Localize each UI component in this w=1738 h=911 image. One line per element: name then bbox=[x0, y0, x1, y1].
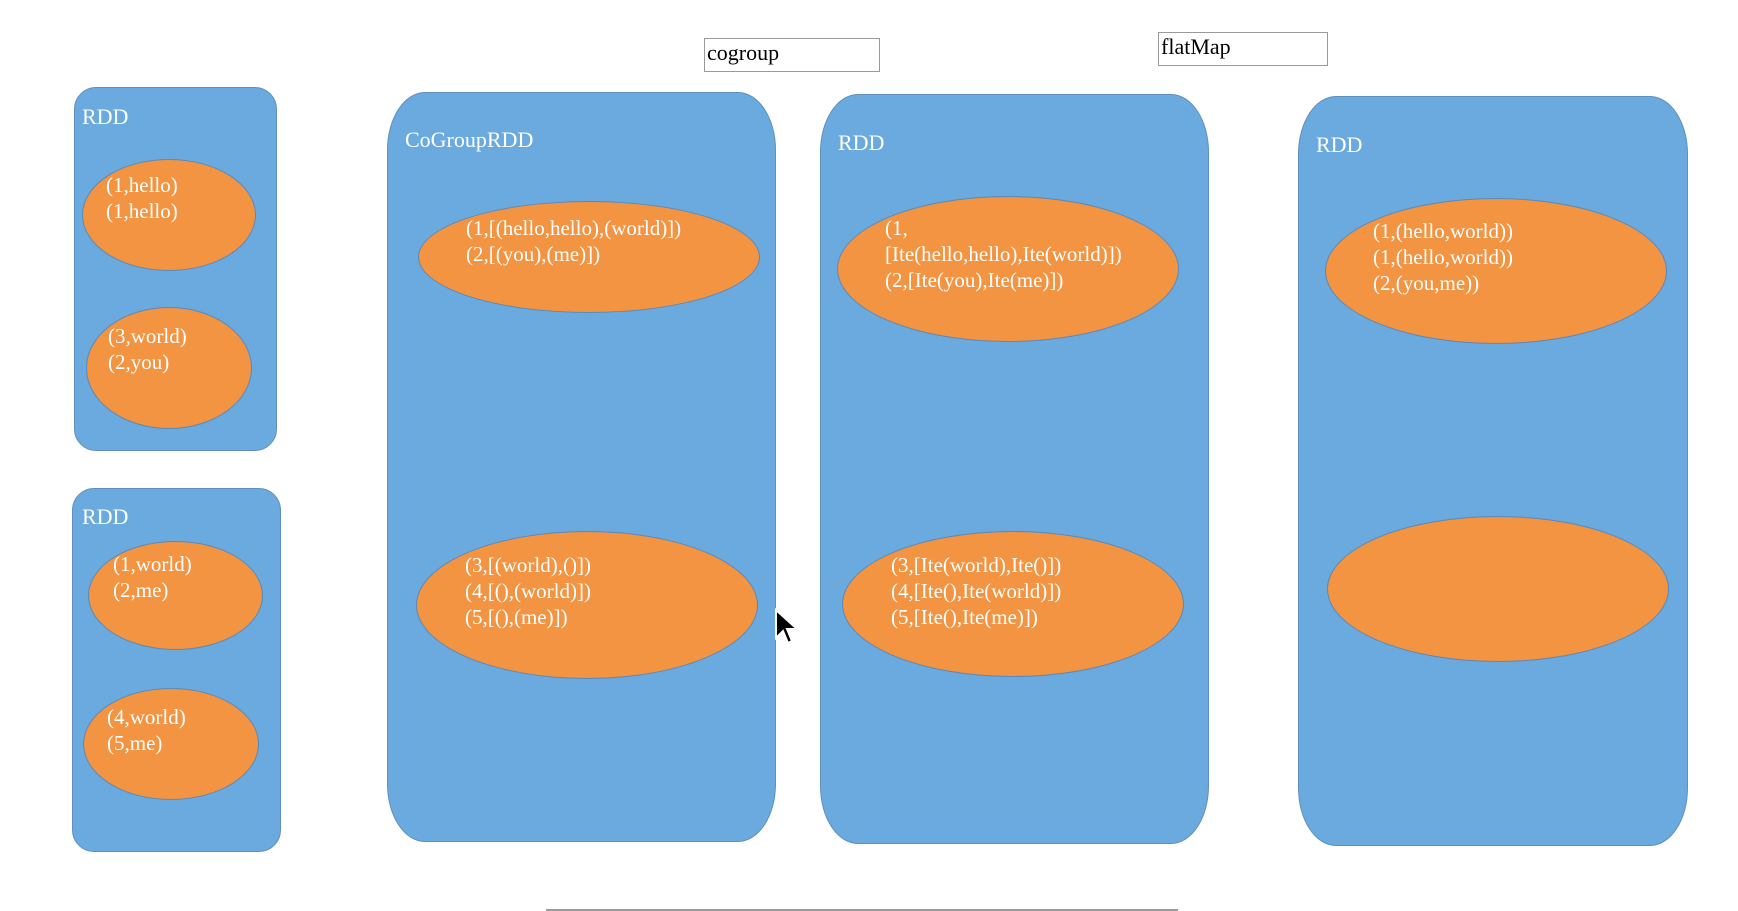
partition-line: (5,[Ite(),Ite(me)]) bbox=[891, 605, 1038, 629]
rdd-box-3: RDD (1, [Ite(hello,hello),Ite(world)]) (… bbox=[820, 94, 1209, 844]
rdd-title: CoGroupRDD bbox=[405, 127, 534, 152]
rdd-box-1: RDD (1,hello) (1,hello) (3,world) (2,you… bbox=[74, 87, 277, 451]
rdd-title: RDD bbox=[1316, 132, 1363, 157]
bottom-divider bbox=[546, 909, 1178, 911]
partition-line: (1,world) bbox=[113, 552, 192, 576]
partition-line: (5,[(),(me)]) bbox=[465, 605, 568, 629]
partition-line: (3,[(world),()]) bbox=[465, 553, 591, 577]
partition-line: (2,[Ite(you),Ite(me)]) bbox=[885, 268, 1064, 292]
partition: (1,world) (2,me) bbox=[88, 541, 263, 650]
partition-line: (1,hello) bbox=[106, 173, 178, 197]
partition-line: [Ite(hello,hello),Ite(world)]) bbox=[885, 242, 1122, 266]
partition-line: (1, bbox=[885, 216, 908, 240]
partition-line: (3,[Ite(world),Ite()]) bbox=[891, 553, 1062, 577]
mouse-pointer-icon bbox=[775, 608, 800, 645]
partition-line: (2,(you,me)) bbox=[1373, 271, 1480, 295]
partition-line: (3,world) bbox=[108, 324, 187, 348]
rdd-box-2: RDD (1,world) (2,me) (4,world) (5,me) bbox=[72, 488, 281, 852]
partition-line: (2,me) bbox=[113, 578, 169, 602]
partition: (4,world) (5,me) bbox=[83, 688, 259, 800]
partition: (3,[Ite(world),Ite()]) (4,[Ite(),Ite(wor… bbox=[842, 531, 1184, 677]
partition-line: (4,[(),(world)]) bbox=[465, 579, 591, 603]
partition-line: (4,[Ite(),Ite(world)]) bbox=[891, 579, 1062, 603]
partition-line: (1,(hello,world)) bbox=[1373, 245, 1513, 269]
rdd-title: RDD bbox=[82, 104, 129, 129]
partition: (1, [Ite(hello,hello),Ite(world)]) (2,[I… bbox=[837, 196, 1179, 342]
partition: (3,world) (2,you) bbox=[86, 307, 252, 429]
partition-line: (5,me) bbox=[107, 731, 163, 755]
partition-line: (2,[(you),(me)]) bbox=[466, 242, 601, 266]
rdd-title: RDD bbox=[838, 130, 885, 155]
cogroup-label: cogroup bbox=[704, 38, 880, 72]
partition: (3,[(world),()]) (4,[(),(world)]) (5,[()… bbox=[416, 531, 758, 679]
partition-line: (1,hello) bbox=[106, 199, 178, 223]
rdd-title: RDD bbox=[82, 504, 129, 529]
partition: (1,hello) (1,hello) bbox=[82, 159, 256, 271]
partition-line: (4,world) bbox=[107, 705, 186, 729]
cogroup-rdd-box: CoGroupRDD (1,[(hello,hello),(world)]) (… bbox=[387, 92, 776, 842]
flatmap-label: flatMap bbox=[1158, 32, 1328, 66]
partition-line: (1,(hello,world)) bbox=[1373, 219, 1513, 243]
partition: (1,(hello,world)) (1,(hello,world)) (2,(… bbox=[1325, 198, 1667, 344]
partition-line: (2,you) bbox=[108, 350, 170, 374]
partition: (1,[(hello,hello),(world)]) (2,[(you),(m… bbox=[418, 201, 760, 313]
partition-empty bbox=[1327, 516, 1669, 662]
partition-line: (1,[(hello,hello),(world)]) bbox=[466, 216, 682, 240]
rdd-box-4: RDD (1,(hello,world)) (1,(hello,world)) … bbox=[1298, 96, 1688, 846]
